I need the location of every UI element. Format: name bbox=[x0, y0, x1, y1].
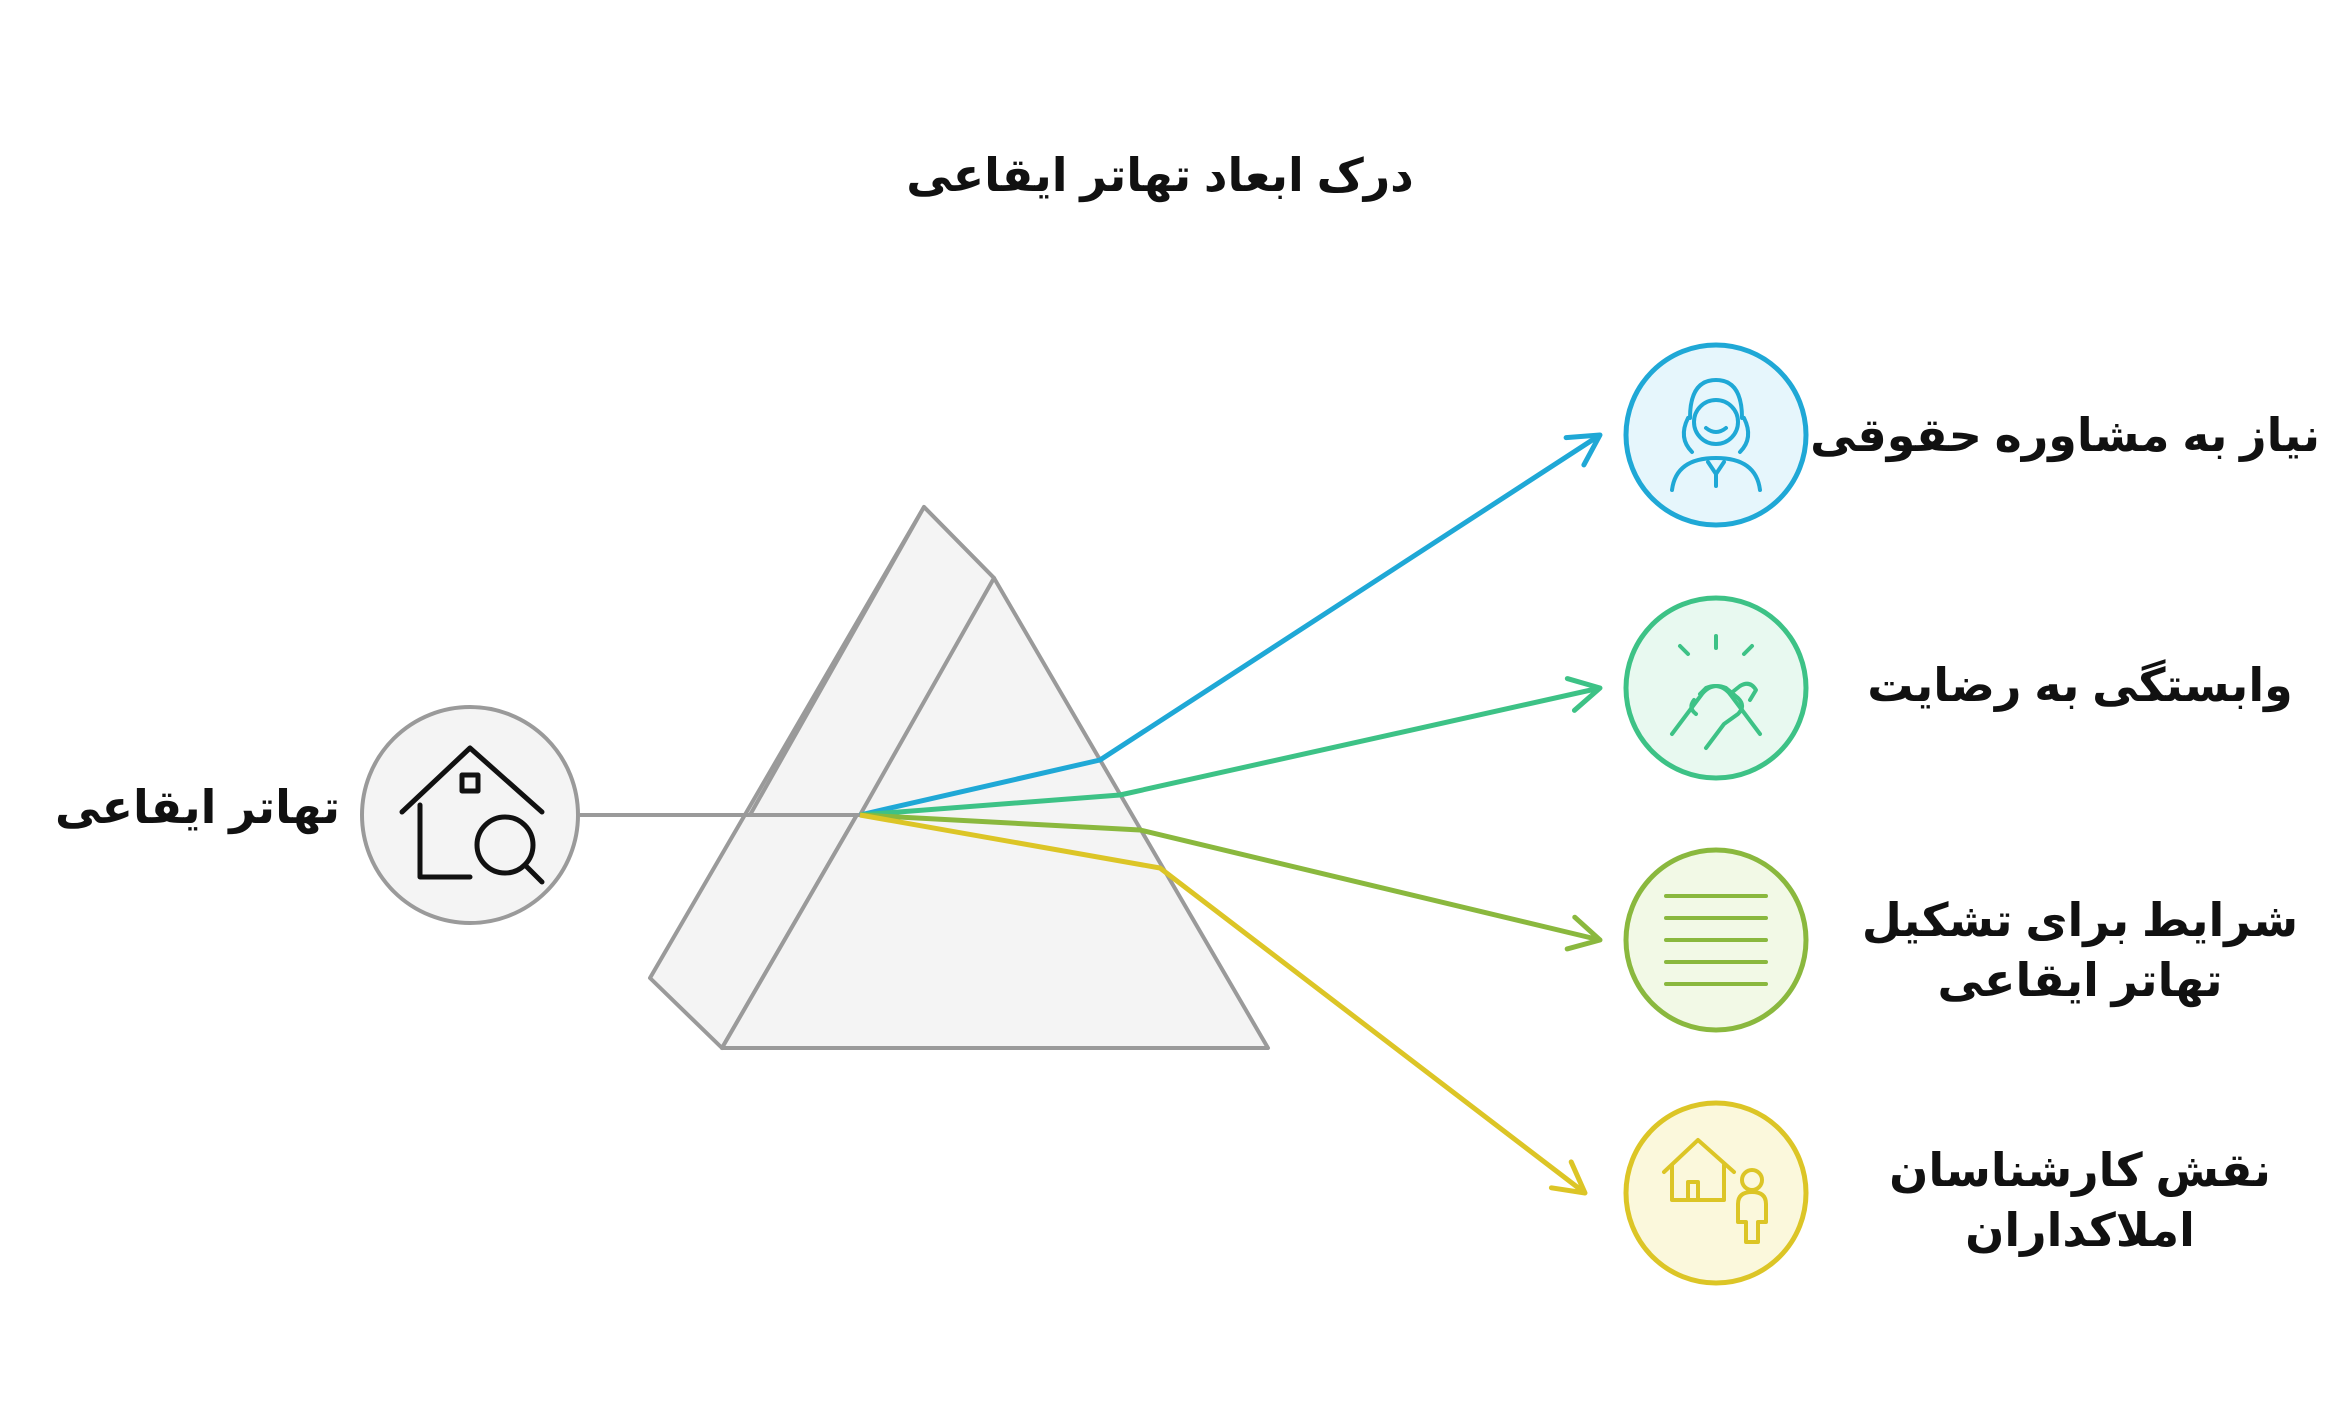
output-label-0: نیاز به مشاوره حقوقی bbox=[1810, 405, 2320, 465]
ray-3 bbox=[859, 812, 1587, 1195]
output-label-1-line-0: وابستگی به رضایت bbox=[1867, 659, 2293, 711]
output-node-2 bbox=[1623, 847, 1809, 1033]
ray-arrowhead-2 bbox=[1564, 914, 1603, 952]
diagram-title: درک ابعاد تهاتر ایقاعی bbox=[906, 149, 1414, 201]
ray-arrowhead-0 bbox=[1563, 432, 1603, 468]
output-label-3-line-0: نقش کارشناسان bbox=[1889, 1144, 2271, 1196]
output-label-3-line-1: املاکداران bbox=[1965, 1204, 2195, 1256]
dispersed-rays bbox=[859, 432, 1603, 1196]
judge-icon bbox=[1670, 378, 1762, 492]
output-label-2: شرایط برای تشکیل تهاتر ایقاعی bbox=[1840, 890, 2320, 1010]
output-label-3: نقش کارشناسان املاکداران bbox=[1840, 1140, 2320, 1260]
output-circle-3 bbox=[1623, 1100, 1809, 1286]
source-node bbox=[360, 705, 580, 925]
output-label-2-line-0: شرایط برای تشکیل bbox=[1861, 894, 2299, 946]
prism bbox=[648, 505, 1270, 1050]
ray-arrowhead-3 bbox=[1548, 1159, 1588, 1196]
document-lines-icon bbox=[1664, 894, 1768, 986]
output-node-0 bbox=[1623, 342, 1809, 528]
output-label-0-line-0: نیاز به مشاوره حقوقی bbox=[1810, 409, 2320, 461]
house-agent-icon bbox=[1662, 1138, 1768, 1244]
output-label-1: وابستگی به رضایت bbox=[1840, 655, 2320, 715]
source-circle bbox=[360, 705, 580, 925]
output-circle-0 bbox=[1623, 342, 1809, 528]
ray-2 bbox=[859, 812, 1601, 943]
house-search-icon bbox=[399, 745, 545, 885]
ray-arrowhead-1 bbox=[1564, 676, 1603, 713]
output-label-2-line-1: تهاتر ایقاعی bbox=[1937, 954, 2223, 1006]
source-label: تهاتر ایقاعی bbox=[55, 781, 340, 833]
ray-0 bbox=[859, 432, 1602, 818]
output-node-1 bbox=[1623, 595, 1809, 781]
ray-1 bbox=[859, 685, 1601, 818]
handshake-icon bbox=[1670, 634, 1762, 750]
output-node-3 bbox=[1623, 1100, 1809, 1286]
